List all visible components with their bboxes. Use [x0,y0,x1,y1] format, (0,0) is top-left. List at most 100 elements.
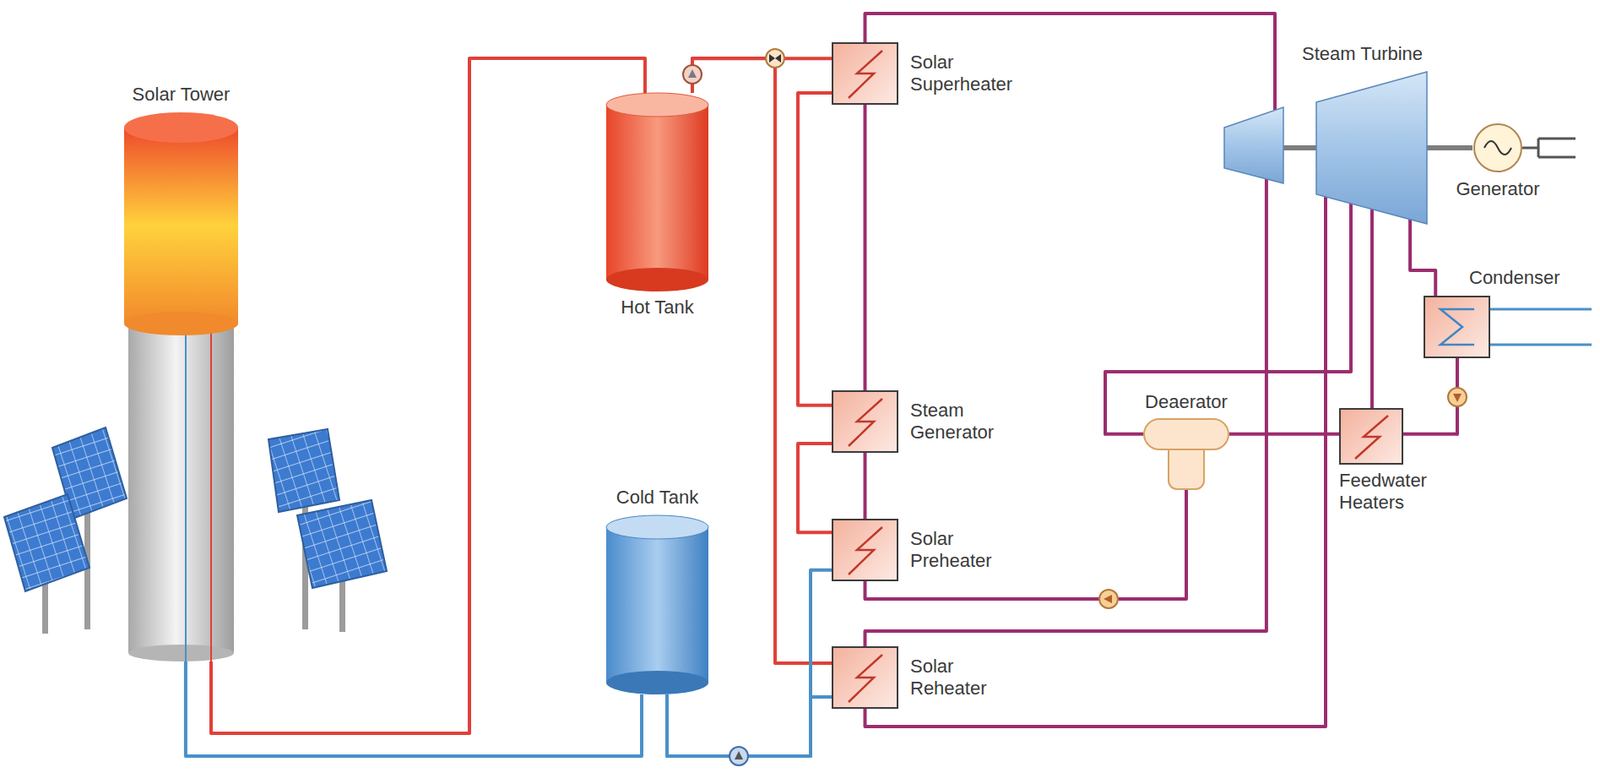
pump-symbol [683,65,702,84]
circle-part [1099,589,1118,608]
path-part [769,54,782,63]
pipe [667,694,832,756]
pipe [865,13,1276,110]
heat-exchanger [831,390,899,453]
ellipse-part [124,311,239,336]
label-block: Cold Tank [616,486,699,509]
ellipse-part [128,644,234,662]
ellipse-part [606,267,709,292]
polyline-part [1355,415,1389,459]
label-block: Generator [1455,178,1540,201]
tank-node: Hot Tank [606,92,709,319]
path-part [1103,594,1112,603]
polyline-part [1440,309,1475,345]
rect-part [606,104,709,280]
circle-part [729,746,749,765]
polyline-part [848,526,883,575]
pipe [1229,432,1340,436]
polygon-part [1316,71,1427,224]
cold-tank [606,515,709,695]
pipe [1410,219,1436,296]
pipe [865,196,1327,727]
valve-symbol [765,48,785,68]
heat-exchanger-node: Solar Reheater [831,645,1029,709]
turbine-node: Steam Turbine [1224,43,1427,224]
pump-symbol [1099,589,1118,608]
polygon-part [297,499,387,588]
path-part [1484,141,1512,155]
condenser-node: Condenser [1423,266,1561,358]
deaerator-vessel [1143,417,1230,490]
heat-exchanger-node: Solar Preheater [831,518,1029,581]
coil-symbol [833,520,897,580]
path-part [1490,308,1592,311]
generator-output [1522,138,1576,158]
component-label: Generator [1455,178,1540,201]
path-part [1522,138,1576,158]
pipe [211,58,646,733]
path-part [1490,343,1592,347]
polyline-part [848,654,883,702]
rect-part [124,127,239,324]
generator-node: Generator [1455,122,1540,201]
rect-part [128,314,234,653]
heat-exchanger [831,645,899,709]
pipe [863,452,868,519]
feedwater-heater [1339,407,1404,465]
component-label: Condenser [1469,266,1561,289]
component-label: Solar Tower [132,83,231,106]
hot-tank [606,92,709,292]
heat-exchanger [831,42,899,105]
polygon-part [268,428,340,512]
pump-symbol [1448,387,1467,407]
pipe [692,58,832,93]
component-label: Steam Generator [910,399,1029,444]
coil-symbol [833,647,897,707]
rect-part [606,526,709,683]
label-block: Deaerator [1144,390,1228,413]
component-label: Hot Tank [620,296,694,319]
polyline-part [848,50,883,98]
pump-symbol [729,746,749,765]
solar-tower-node: Solar Tower [124,83,239,662]
circle-part [1474,124,1522,172]
circle-part [765,48,785,68]
label-block: Condenser [1469,266,1561,289]
component-label: Solar Superheater [910,51,1029,96]
line-part [210,327,212,662]
ellipse-part [606,515,709,539]
path-part [734,750,744,760]
label-block: Steam Generator [910,399,1029,444]
pipe [185,661,642,756]
component-label: Solar Reheater [910,655,1029,700]
coil-symbol [1425,297,1489,357]
label-block: Solar Preheater [910,527,1029,572]
coil-symbol [833,43,897,104]
path-part [1453,393,1462,402]
component-label: Steam Turbine [1301,43,1423,66]
component-label: Solar Preheater [910,527,1029,572]
line-part [184,327,187,662]
pipe [865,489,1188,599]
tank-node: Cold Tank [606,486,709,695]
pipe [1426,145,1473,151]
heater-node: Feedwater Heaters [1339,407,1458,514]
label-block: Solar Superheater [910,51,1029,96]
heat-exchanger [831,518,899,581]
solar-tower [124,112,239,662]
polyline-part [848,398,883,446]
coil-symbol [1340,409,1402,463]
generator-symbol [1472,122,1524,174]
cooling-water-lines [1490,309,1592,345]
label-block: Feedwater Heaters [1339,469,1458,514]
heat-exchanger-node: Solar Superheater [831,42,1029,105]
pipe [797,443,832,532]
heat-exchanger-node: Steam Generator [831,390,1029,453]
pipe [1370,209,1374,408]
label-block: Solar Tower [132,83,231,106]
pipe [863,104,868,391]
polygon-part [4,493,90,592]
circle-part [1448,387,1467,407]
line-part [1283,145,1317,151]
